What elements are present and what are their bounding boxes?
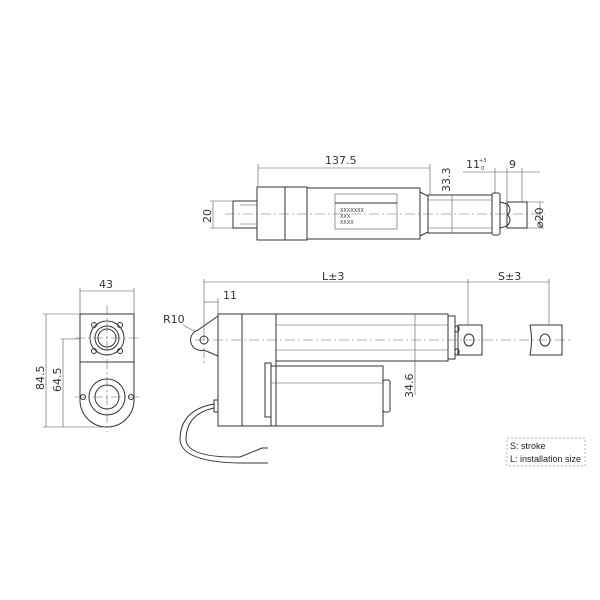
svg-text:XXX: XXX <box>340 214 351 220</box>
front-view: 43 84.5 64.5 <box>34 278 140 432</box>
svg-text:S±3: S±3 <box>498 270 521 283</box>
svg-text:20: 20 <box>201 209 214 223</box>
top-view: XXXXXXX XXX XXXX 137.5 20 33.3 11 +3 0 9… <box>201 154 546 241</box>
svg-text:43: 43 <box>99 278 113 291</box>
svg-text:9: 9 <box>509 158 516 171</box>
svg-text:L: installation size: L: installation size <box>510 454 581 464</box>
legend-box: S: stroke L: installation size <box>506 437 586 467</box>
svg-text:137.5: 137.5 <box>325 154 357 167</box>
svg-text:33.3: 33.3 <box>440 168 453 193</box>
cable <box>179 403 241 464</box>
svg-text:XXXXXXX: XXXXXXX <box>340 208 365 214</box>
svg-text:XXXX: XXXX <box>340 220 354 226</box>
svg-text:0: 0 <box>481 166 484 172</box>
svg-text:84.5: 84.5 <box>34 366 47 391</box>
svg-text:R10: R10 <box>163 313 185 326</box>
svg-text:L±3: L±3 <box>322 270 344 283</box>
svg-text:+3: +3 <box>479 158 486 164</box>
side-view: L±3 S±3 11 R10 34.6 <box>163 270 570 464</box>
svg-text:64.5: 64.5 <box>51 368 64 393</box>
svg-text:S: stroke: S: stroke <box>510 441 546 451</box>
svg-text:34.6: 34.6 <box>403 374 416 399</box>
nameplate <box>334 193 398 230</box>
svg-text:11: 11 <box>466 158 480 171</box>
svg-text:11: 11 <box>223 289 237 302</box>
svg-text:⌀20: ⌀20 <box>533 207 546 228</box>
